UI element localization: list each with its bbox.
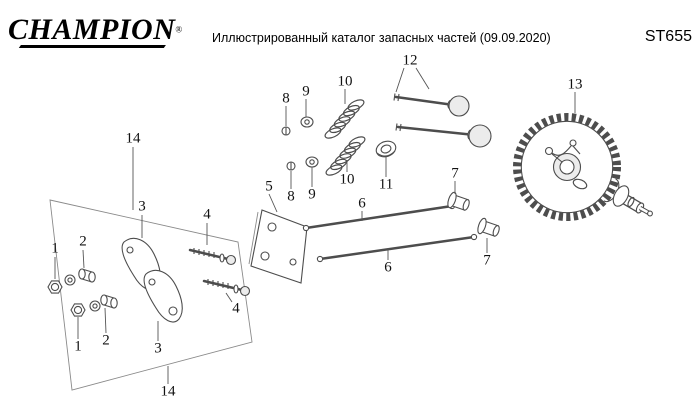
callout-4: 4 (203, 206, 211, 222)
callout-1: 1 (51, 240, 59, 256)
spring-retainer-part (300, 116, 314, 128)
leader-line (225, 292, 233, 303)
callout-6: 6 (384, 259, 392, 275)
flange-nut-part (47, 280, 63, 294)
header: CHAMPION® Иллюстрированный каталог запас… (0, 0, 700, 56)
callout-14: 14 (126, 130, 142, 146)
leader-line (395, 67, 405, 93)
model-number: ST655 (644, 28, 692, 45)
valve-spring-part (324, 99, 365, 139)
callout-3: 3 (154, 340, 162, 356)
rocker-assembly-outline (49, 199, 253, 391)
callout-11: 11 (379, 176, 393, 192)
spacer-part (100, 294, 118, 309)
leader-line (104, 307, 107, 334)
spacer-part (78, 268, 96, 283)
callout-9: 9 (308, 186, 316, 202)
champion-logo: CHAMPION® (8, 10, 183, 52)
callout-2: 2 (79, 233, 87, 249)
leader-line (82, 249, 85, 269)
callout-8: 8 (287, 188, 295, 204)
push-rod-part (302, 202, 456, 232)
leader-line (415, 67, 430, 90)
callout-3: 3 (138, 198, 146, 214)
callout-8: 8 (282, 90, 290, 106)
valve-rotator-part (375, 140, 397, 158)
tappet-part (447, 191, 470, 211)
washer-part (89, 300, 101, 312)
washer-part (64, 274, 76, 286)
callout-7: 7 (483, 252, 491, 268)
valve-spring-part (325, 136, 366, 176)
callout-2: 2 (102, 332, 110, 348)
logo-registered-mark: ® (175, 24, 183, 35)
callout-13: 13 (568, 76, 583, 92)
camshaft-part (513, 113, 653, 221)
callout-7: 7 (451, 165, 459, 181)
logo-text: CHAMPION (8, 13, 176, 46)
valve-part (395, 123, 492, 148)
callout-14: 14 (161, 383, 177, 399)
callout-10: 10 (338, 73, 353, 89)
leader-line (268, 193, 278, 213)
rocker-arm-part (143, 269, 183, 323)
callout-1: 1 (74, 338, 82, 354)
page-title: Иллюстрированный каталог запасных частей… (212, 31, 551, 45)
guide-plate-part (248, 209, 308, 284)
pivot-stud-part (202, 279, 251, 297)
valve-keeper-part (286, 161, 296, 171)
callout-12: 12 (403, 52, 418, 68)
valve-part (393, 93, 470, 117)
callout-10: 10 (340, 171, 355, 187)
valve-keeper-part (281, 126, 291, 136)
tappet-part (477, 217, 500, 237)
callout-6: 6 (358, 195, 366, 211)
callout-4: 4 (232, 300, 240, 316)
pivot-stud-part (188, 248, 237, 266)
flange-nut-part (70, 303, 86, 317)
callout-9: 9 (302, 83, 310, 99)
spring-retainer-part (305, 156, 319, 168)
push-rod-part (316, 233, 478, 263)
callout-5: 5 (265, 178, 273, 194)
